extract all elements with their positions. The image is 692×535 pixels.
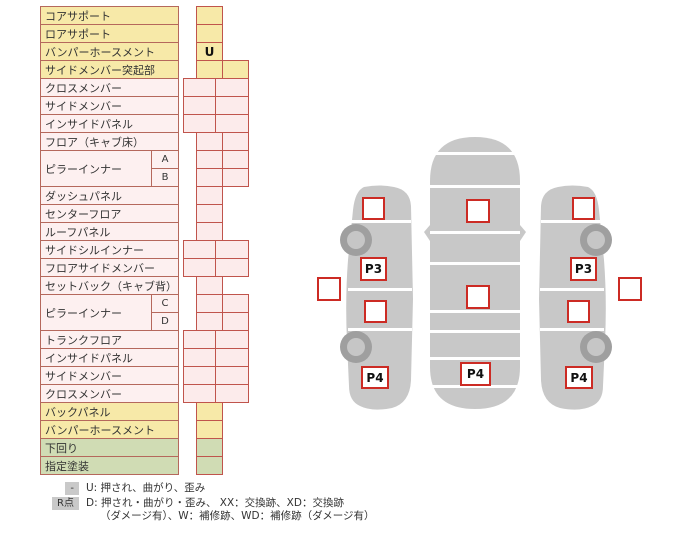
damage-cell[interactable]: [215, 240, 249, 259]
right-center-marker[interactable]: [567, 300, 590, 323]
part-label: バンパーホースメント: [40, 42, 179, 61]
damage-cell[interactable]: U: [196, 42, 223, 61]
part-label: フロア（キャブ床）: [40, 132, 179, 151]
legend-marker-dash: -: [65, 482, 79, 495]
left-mirror-icon: [424, 225, 430, 241]
part-label: インサイドパネル: [40, 348, 179, 367]
damage-cell[interactable]: [215, 366, 249, 385]
part-label: サイドメンバー突起部: [40, 60, 179, 79]
pillar-sub-label-B: B: [151, 168, 179, 187]
part-label: ピラーインナー: [40, 150, 153, 187]
right-p3-marker[interactable]: P3: [570, 257, 597, 281]
car-top-view: [424, 137, 526, 409]
damage-cell[interactable]: [222, 132, 249, 151]
damage-cell[interactable]: [183, 78, 216, 97]
damage-cell[interactable]: [196, 6, 223, 25]
part-label: サイドメンバー: [40, 96, 179, 115]
damage-cell[interactable]: [196, 312, 223, 331]
center-roof-marker[interactable]: [466, 285, 490, 309]
damage-cell[interactable]: [196, 438, 223, 457]
legend-text-u: U: 押され、曲がり、歪み: [86, 482, 206, 494]
part-label: トランクフロア: [40, 330, 179, 349]
legend-row-rpoint: R点 D: 押され・曲がり・歪み、 XX：交換跡、XD：交換跡 （ダメージ有）、…: [46, 497, 375, 523]
legend-text-rpoint: D: 押され・曲がり・歪み、 XX：交換跡、XD：交換跡 （ダメージ有）、W：補…: [86, 497, 375, 522]
right-mirror-icon: [520, 225, 526, 241]
damage-cell[interactable]: [196, 24, 223, 43]
part-label: ダッシュパネル: [40, 186, 179, 205]
part-label: サイドシルインナー: [40, 240, 179, 259]
damage-cell[interactable]: [196, 150, 223, 169]
damage-cell[interactable]: [183, 240, 216, 259]
damage-cell[interactable]: [183, 330, 216, 349]
pillar-sub-label-A: A: [151, 150, 179, 169]
right-p4-marker[interactable]: P4: [565, 366, 593, 389]
damage-cell[interactable]: [215, 78, 249, 97]
damage-cell[interactable]: [222, 150, 249, 169]
part-label: 指定塗装: [40, 456, 179, 475]
part-label: センターフロア: [40, 204, 179, 223]
right-fender-marker[interactable]: [572, 197, 595, 220]
damage-cell[interactable]: [222, 294, 249, 313]
left-p4-marker[interactable]: P4: [361, 366, 389, 389]
damage-cell[interactable]: [196, 186, 223, 205]
part-label: クロスメンバー: [40, 78, 179, 97]
damage-cell[interactable]: [222, 168, 249, 187]
left-door-marker[interactable]: [317, 277, 341, 301]
damage-cell[interactable]: [196, 168, 223, 187]
damage-cell[interactable]: [196, 294, 223, 313]
damage-cell[interactable]: [196, 60, 223, 79]
damage-cell[interactable]: [215, 96, 249, 115]
damage-cell[interactable]: [222, 60, 249, 79]
part-label: サイドメンバー: [40, 366, 179, 385]
car-side-left: [340, 185, 413, 410]
left-fender-marker[interactable]: [362, 197, 385, 220]
damage-cell[interactable]: [196, 222, 223, 241]
damage-cell[interactable]: [196, 276, 223, 295]
part-label: 下回り: [40, 438, 179, 457]
damage-cell[interactable]: [196, 402, 223, 421]
pillar-sub-label-C: C: [151, 294, 179, 313]
center-hood-marker[interactable]: [466, 199, 490, 223]
damage-cell[interactable]: [196, 204, 223, 223]
legend: - U: 押され、曲がり、歪み R点 D: 押され・曲がり・歪み、 XX：交換跡…: [46, 482, 375, 525]
left-p3-marker[interactable]: P3: [360, 257, 387, 281]
damage-cell[interactable]: [215, 384, 249, 403]
damage-cell[interactable]: [183, 348, 216, 367]
damage-cell[interactable]: [215, 330, 249, 349]
part-label: ルーフパネル: [40, 222, 179, 241]
legend-marker-rpoint: R点: [52, 497, 79, 510]
part-label: ピラーインナー: [40, 294, 153, 331]
damage-cell[interactable]: [183, 258, 216, 277]
damage-cell[interactable]: [183, 384, 216, 403]
damage-cell[interactable]: [215, 348, 249, 367]
pillar-sub-label-D: D: [151, 312, 179, 331]
part-label: インサイドパネル: [40, 114, 179, 133]
damage-cell[interactable]: [183, 114, 216, 133]
damage-cell[interactable]: [183, 366, 216, 385]
part-label: コアサポート: [40, 6, 179, 25]
part-label: バンパーホースメント: [40, 420, 179, 439]
damage-cell[interactable]: [196, 132, 223, 151]
part-label: ロアサポート: [40, 24, 179, 43]
part-label: バックパネル: [40, 402, 179, 421]
damage-cell[interactable]: [196, 420, 223, 439]
left-center-marker[interactable]: [364, 300, 387, 323]
damage-cell[interactable]: [183, 96, 216, 115]
center-p4-marker[interactable]: P4: [460, 362, 491, 386]
car-side-right: [539, 185, 612, 410]
damage-cell[interactable]: [215, 258, 249, 277]
part-label: フロアサイドメンバー: [40, 258, 179, 277]
damage-cell[interactable]: [196, 456, 223, 475]
damage-cell[interactable]: [215, 114, 249, 133]
right-door-marker[interactable]: [618, 277, 642, 301]
part-label: セットバック（キャブ背）: [40, 276, 179, 295]
legend-row-u: - U: 押され、曲がり、歪み: [46, 482, 375, 495]
part-label: クロスメンバー: [40, 384, 179, 403]
damage-cell[interactable]: [222, 312, 249, 331]
car-body: [430, 137, 520, 409]
